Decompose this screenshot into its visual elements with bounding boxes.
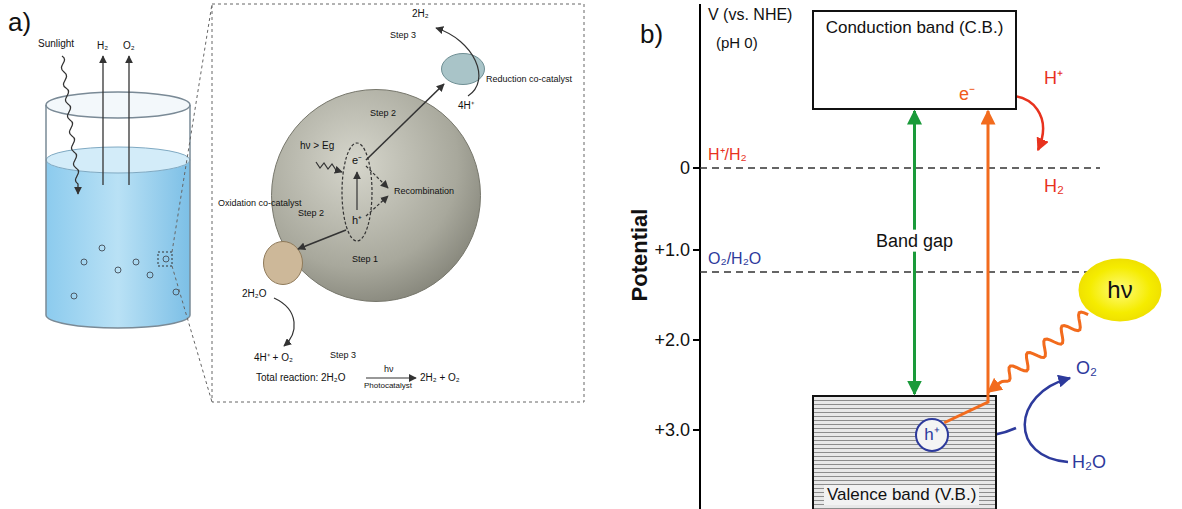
reaction-arrow bbox=[366, 377, 416, 378]
node-text: h⁺ bbox=[924, 425, 939, 445]
recombination-arrow bbox=[366, 196, 388, 216]
panel-letter: b) bbox=[640, 20, 663, 50]
beaker-wall bbox=[46, 105, 190, 328]
water-surface bbox=[46, 147, 190, 173]
photocatalyst-particle: hν > Eg e⁻ h⁺ RecombinationStep 1 Step 2 Step… bbox=[270, 88, 482, 303]
reaction-equation: Total reaction: 2H₂O bbox=[256, 372, 345, 384]
oxidation-arrow bbox=[1025, 378, 1070, 462]
excitation-arrow bbox=[356, 172, 357, 210]
node-text: Oxidation co-catalyst bbox=[218, 198, 302, 208]
axis-unit: V (vs. NHE) bbox=[708, 6, 792, 24]
gas-label: O₂ bbox=[123, 40, 135, 52]
node-text: hν bbox=[1107, 276, 1132, 304]
node-text: Step 1 bbox=[352, 254, 378, 264]
reactant-label: 4H⁺ bbox=[458, 100, 474, 112]
tick-label: 0 bbox=[680, 158, 690, 179]
excitation-arrow bbox=[944, 111, 988, 423]
product-label: 4H⁺ + O₂ bbox=[254, 352, 293, 364]
charge-arrows bbox=[274, 28, 479, 378]
reaction-equation: 2H₂ + O₂ bbox=[420, 372, 460, 384]
photocatalyst-particle-shape bbox=[272, 90, 481, 302]
node-text: Valence band (V.B.) bbox=[824, 485, 979, 505]
node-text: Conduction band (C.B.) bbox=[814, 18, 1015, 38]
oxidation-cocatalyst-shape bbox=[264, 242, 303, 285]
tick-label: +1.0 bbox=[654, 240, 690, 261]
node-text: Recombination bbox=[394, 186, 454, 196]
reaction-condition: hν bbox=[384, 364, 394, 374]
reduction-cocatalyst: Reduction co-catalyst bbox=[440, 52, 486, 86]
photon-shape bbox=[1080, 260, 1161, 321]
node-text: Reduction co-catalyst bbox=[486, 74, 572, 84]
photon-arrow bbox=[316, 162, 342, 172]
node-text: hν > Eg bbox=[300, 140, 334, 152]
particles bbox=[71, 245, 179, 299]
recombination-arrow bbox=[366, 166, 388, 188]
redox-level-line bbox=[700, 167, 1100, 169]
reaction-condition: Photocatalyst bbox=[364, 381, 412, 390]
node-text: Step 2 bbox=[370, 108, 396, 118]
hole-transfer-arrow bbox=[298, 230, 346, 249]
axis-title: Potential bbox=[627, 209, 652, 302]
light-label: Sunlight bbox=[38, 38, 74, 50]
redox-level-label: O₂/H₂O bbox=[708, 250, 761, 268]
panel-letter: a) bbox=[8, 8, 31, 38]
redox-level-line bbox=[700, 271, 1100, 273]
species-label: O₂ bbox=[1076, 358, 1097, 379]
step-label: Step 3 bbox=[330, 350, 356, 360]
species-label: H⁺ bbox=[1044, 68, 1063, 89]
reaction-arrow bbox=[436, 28, 479, 96]
redox-level-label: H⁺/H₂ bbox=[708, 146, 747, 164]
oxidation-cocatalyst: Oxidation co-catalyst bbox=[262, 240, 304, 286]
product-label: 2H₂ bbox=[412, 8, 429, 20]
reduction-cocatalyst-outline bbox=[440, 52, 486, 86]
electron-transfer-arrow bbox=[366, 84, 444, 160]
edge-label: Band gap bbox=[873, 229, 956, 252]
gas-label: H₂ bbox=[97, 40, 108, 52]
photon: hν bbox=[1078, 258, 1162, 322]
zoom-frame bbox=[172, 4, 584, 402]
beaker bbox=[46, 56, 190, 328]
gas-arrow bbox=[102, 56, 103, 185]
photon-arrow bbox=[988, 312, 1088, 392]
water bbox=[46, 160, 190, 328]
axis-unit: (pH 0) bbox=[716, 34, 758, 51]
conduction-band: Conduction band (C.B.) bbox=[812, 10, 1017, 110]
species-label: H₂ bbox=[1044, 176, 1064, 197]
sunlight-arrow bbox=[61, 56, 78, 194]
edge-label: e⁻ bbox=[956, 83, 978, 106]
gas-arrow bbox=[128, 56, 129, 185]
species-label: H₂O bbox=[1072, 452, 1106, 473]
oxidation-cocatalyst-outline bbox=[262, 240, 304, 286]
tick-label: +2.0 bbox=[654, 330, 690, 351]
reactant-label: 2H₂O bbox=[242, 288, 266, 300]
step-label: Step 3 bbox=[390, 30, 416, 40]
band-gap-arrow bbox=[913, 111, 916, 394]
hole: h⁺ bbox=[915, 418, 949, 452]
node-text: e⁻ bbox=[352, 154, 362, 167]
reaction-arrow bbox=[274, 298, 294, 346]
node-text: Step 2 bbox=[298, 208, 324, 218]
zoom-box bbox=[158, 252, 172, 266]
tick-label: +3.0 bbox=[654, 420, 690, 441]
node-text: h⁺ bbox=[352, 214, 362, 227]
